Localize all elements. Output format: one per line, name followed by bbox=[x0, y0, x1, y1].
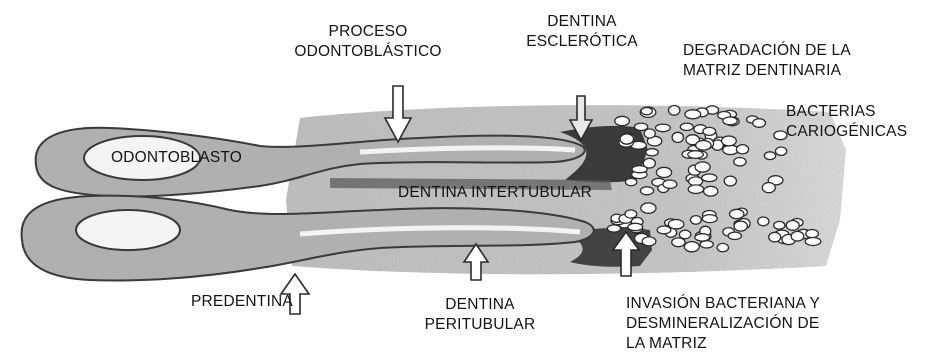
bacterium bbox=[758, 217, 769, 226]
bacterium bbox=[805, 238, 821, 246]
bacterium bbox=[668, 220, 684, 229]
bacterium bbox=[641, 108, 652, 115]
bacterium bbox=[607, 225, 620, 232]
bacterium bbox=[696, 141, 711, 151]
bacterium bbox=[669, 106, 680, 116]
bacterium bbox=[806, 230, 819, 238]
bacterium bbox=[688, 185, 703, 194]
bacterium bbox=[644, 129, 655, 138]
bacterium bbox=[625, 210, 637, 218]
bacterium bbox=[642, 237, 656, 246]
label-degradacion-matriz: DEGRADACIÓN DE LA MATRIZ DENTINARIA bbox=[683, 41, 851, 81]
label-dentina-peritubular: DENTINA PERITUBULAR bbox=[420, 295, 540, 335]
bacterium bbox=[753, 119, 766, 128]
bacterium bbox=[679, 230, 690, 239]
bacterium bbox=[734, 158, 746, 166]
bacterium bbox=[628, 223, 643, 230]
bacterium bbox=[685, 110, 701, 119]
bacterium bbox=[722, 136, 737, 146]
nucleus-lower bbox=[76, 210, 180, 250]
bacterium bbox=[656, 167, 671, 177]
bacterium bbox=[672, 238, 685, 247]
bacterium bbox=[684, 242, 699, 252]
bacterium bbox=[635, 123, 648, 130]
bacterium bbox=[695, 234, 710, 241]
bacterium bbox=[680, 123, 693, 130]
bacterium bbox=[762, 183, 775, 193]
bacterium bbox=[615, 116, 630, 125]
bacterium bbox=[657, 226, 671, 234]
bacterium bbox=[764, 152, 775, 160]
label-dentina-intertubular: DENTINA INTERTUBULAR bbox=[398, 183, 592, 203]
bacterium bbox=[704, 186, 718, 196]
bacterium bbox=[695, 162, 710, 172]
bacterium bbox=[730, 209, 744, 218]
bacterium bbox=[769, 232, 781, 242]
bacterium bbox=[620, 134, 633, 144]
bacterium bbox=[791, 231, 804, 241]
bacterium bbox=[728, 232, 741, 239]
bacterium bbox=[734, 221, 747, 231]
bacterium bbox=[786, 221, 799, 231]
bacterium bbox=[717, 243, 728, 251]
bacterium bbox=[776, 147, 787, 155]
bacterium bbox=[663, 180, 677, 188]
label-invasion-bacteriana: INVASIÓN BACTERIANA Y DESMINERALIZACIÓN … bbox=[626, 294, 820, 354]
bacterium bbox=[640, 187, 653, 195]
label-bacterias-cariogenicas: BACTERIAS CARIOGÉNICAS bbox=[786, 102, 907, 142]
label-dentina-esclerotica: DENTINA ESCLERÓTICA bbox=[522, 12, 642, 52]
bacterium bbox=[702, 174, 717, 182]
bacterium bbox=[703, 127, 716, 135]
bacterium bbox=[656, 124, 671, 132]
bacterium bbox=[690, 216, 701, 225]
bacterium bbox=[736, 145, 748, 154]
label-odontoblasto: ODONTOBLASTO bbox=[111, 148, 242, 168]
bacterium bbox=[646, 149, 659, 156]
bacterium bbox=[641, 203, 656, 213]
bacterium bbox=[625, 178, 636, 185]
bacterium bbox=[724, 176, 736, 186]
bacterium bbox=[723, 117, 737, 125]
bacterium bbox=[688, 151, 704, 159]
bacterium bbox=[632, 166, 647, 173]
bacterium bbox=[672, 132, 683, 142]
bacterium bbox=[702, 215, 717, 223]
bacterium bbox=[774, 221, 785, 229]
label-proceso-odontoblastico: PROCESO ODONTOBLÁSTICO bbox=[283, 22, 453, 62]
label-predentina: PREDENTINA bbox=[191, 292, 293, 312]
